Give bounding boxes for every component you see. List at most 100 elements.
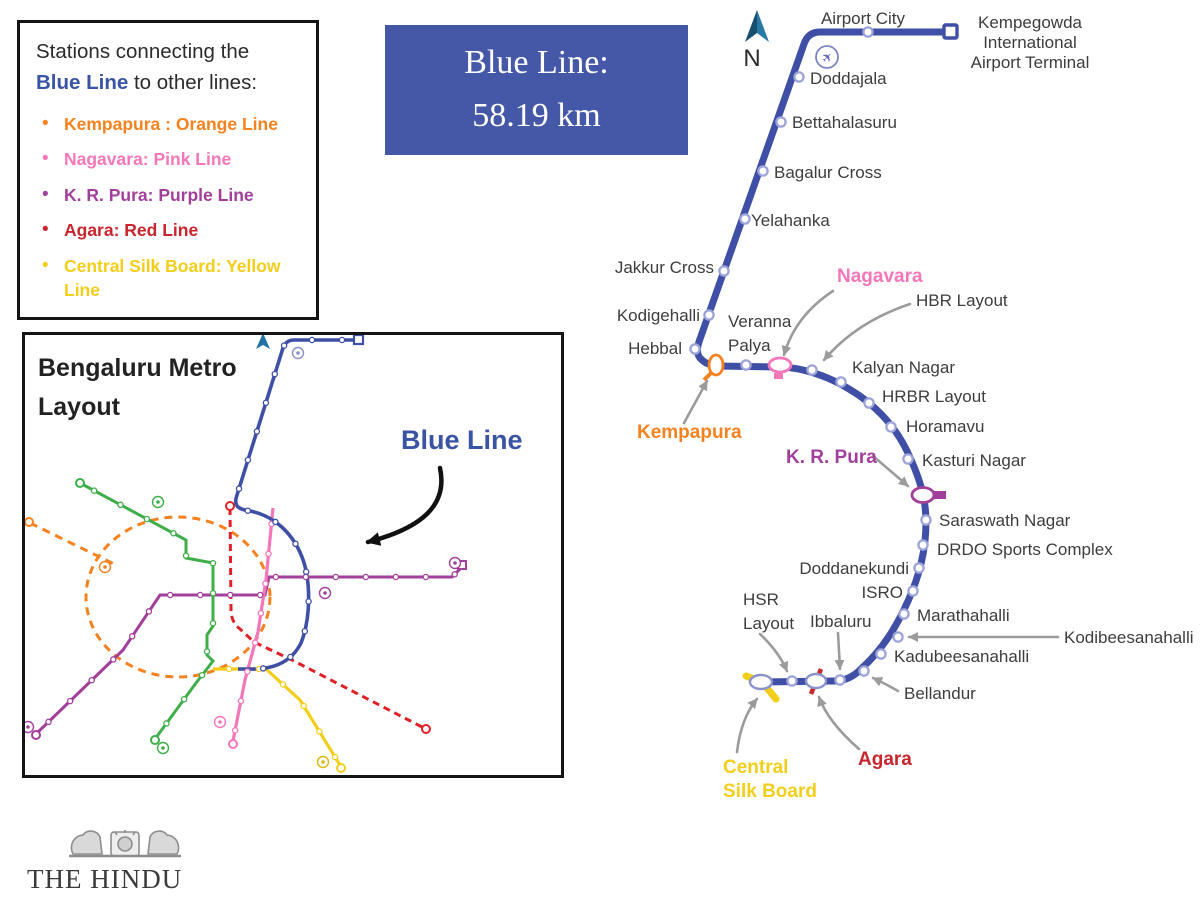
mini-station-dot [209,589,217,597]
callout-k-r-pura: K. R. Pura [786,447,910,488]
station-label: Kempegowda [978,13,1083,32]
mini-station-dot [198,671,206,679]
station-jakkur-cross: Jakkur Cross [615,258,730,277]
mini-station-dot [251,639,259,646]
station-label: HRBR Layout [882,387,986,406]
publisher-name: THE HINDU [27,864,183,894]
callout-arrow [871,676,900,693]
mini-station-dot [392,573,400,581]
mini-pink-line [231,507,275,742]
callout-label: Kodibeesanahalli [1064,628,1194,647]
callout-bellandur: Bellandur [871,676,976,703]
mini-station-dot [292,540,299,548]
mini-station-dot [262,399,270,407]
callout-label: HBR Layout [916,291,1008,310]
mini-station-dot [90,487,98,494]
station-label: Horamavu [906,417,984,436]
mini-blue-line [233,338,358,671]
connections-title-prefix: Stations connecting the [36,40,250,63]
mini-station-dot [338,336,346,344]
station-label: Hebbal [628,339,682,358]
mini-station-dot [117,501,124,509]
connections-title: Stations connecting the Blue Line to oth… [36,37,300,99]
north-label: N [743,45,760,72]
list-item: •Central Silk Board: Yellow Line [42,255,300,302]
mini-station-dot [272,573,280,581]
mini-green-end-bottom [150,735,160,745]
station-label: Doddanekundi [799,559,909,578]
mini-station-dot [259,665,267,672]
bullet-icon: • [42,112,49,134]
mini-station-dot [143,515,151,523]
mini-purple-line [35,566,463,735]
station-drdo-sports-complex: DRDO Sports Complex [917,539,1113,559]
station-marathahalli: Marathahalli [898,606,1010,625]
mini-north-arrow-icon [256,335,270,349]
mini-transit-icon [25,720,35,734]
station-label: Yelahanka [751,211,830,230]
mini-transit-icon [151,495,165,509]
connection-label: Central Silk Board: Yellow Line [64,256,281,300]
callout-label: K. R. Pura [786,447,877,468]
mini-transit-icon [98,560,112,574]
station-label: Kadubeesanahalli [894,647,1029,666]
callout-label: Layout [743,614,794,633]
mini-transit-icon [213,715,227,729]
station-label: Jakkur Cross [615,258,714,277]
callout-arrow [817,695,861,751]
metro-layout-box: Bengaluru Metro Layout Blue Line [22,332,564,778]
connections-title-highlight: Blue Line [36,70,129,94]
station-bettahalasuru: Bettahalasuru [775,113,897,132]
mini-station-dot [422,573,430,581]
mini-green-line [79,481,215,740]
mini-station-dot [244,456,252,464]
station-airport-city: Airport City [821,9,906,38]
callout-nagavara: Nagavara [781,266,923,357]
station-label: Palya [728,336,771,355]
mini-transit-icon [318,586,332,600]
mini-blue-line-label: Blue Line [401,425,523,455]
mini-station-dot [110,656,117,663]
mini-metro-map [25,335,467,773]
mini-blue-terminal [352,335,365,346]
mini-station-dot [256,591,264,599]
svg-text:✈: ✈ [818,48,836,66]
mini-station-dot [257,610,265,617]
bullet-icon: • [42,219,49,241]
mini-station-dot [244,507,252,514]
callout-label: Kempapura [637,422,742,443]
connection-label: Agara: Red Line [64,220,199,241]
list-item: •Nagavara: Pink Line [42,148,300,172]
mini-station-dot [209,559,217,567]
mini-station-dot [170,529,177,537]
callout-arrow [834,631,845,671]
connections-title-suffix: to other lines: [128,70,258,94]
connection-label: Kempapura : Orange Line [64,113,278,134]
station-label: Kodigehalli [617,306,700,325]
station-doddanekundi: Doddanekundi [799,559,925,578]
mini-station-dot [196,591,204,599]
list-item: • Kempapura : Orange Line [42,113,300,137]
mini-station-dot [237,697,245,705]
station-kasturi-nagar: Kasturi Nagar [902,451,1026,470]
callout-agara: Agara [817,695,912,770]
mini-station-dot [244,668,251,675]
station-label: Saraswath Nagar [939,511,1071,530]
list-item: •K. R. Pura: Purple Line [42,184,300,208]
mini-station-dot [287,653,294,661]
station-nagavara [767,356,793,379]
mini-station-dot [231,727,239,734]
station-label: Bettahalasuru [792,113,897,132]
mini-station-dot [253,428,261,435]
station-label: Kalyan Nagar [852,358,955,377]
callout-label: Agara [858,749,912,770]
mini-station-dot [235,485,243,492]
station-ibbaluru [834,674,846,686]
station-label: Doddajala [810,69,887,88]
mini-pink-end [228,739,238,749]
station-kalyan-nagar: Kalyan Nagar [835,358,955,388]
mini-orange-terminal [25,517,34,527]
station-central-silk-board [742,672,780,703]
